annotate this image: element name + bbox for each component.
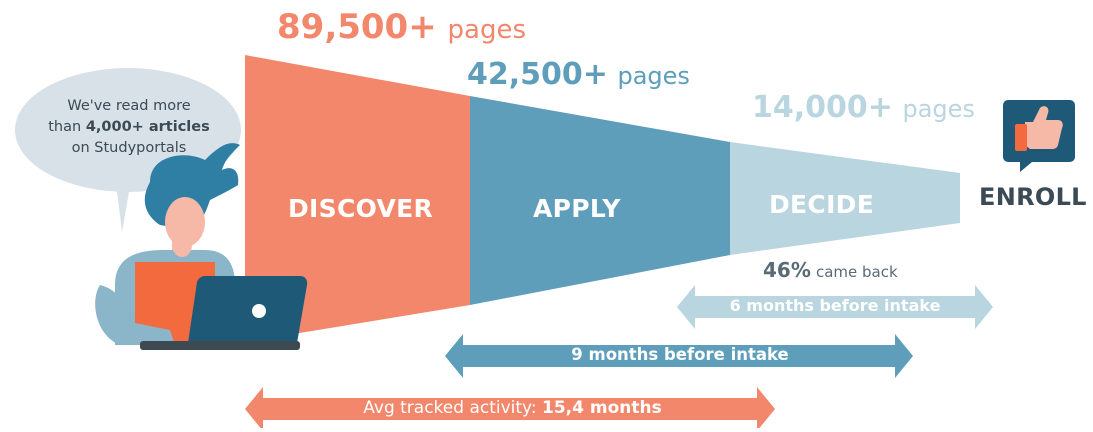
came-back-percent: 46% bbox=[763, 258, 811, 282]
avg-activity-arrow bbox=[245, 387, 775, 431]
stage-label-enroll: ENROLL bbox=[979, 183, 1087, 211]
bubble-text: We've read more than 4,000+ articles on … bbox=[20, 96, 238, 159]
six-months-arrow bbox=[677, 285, 993, 329]
nine-months-label: 9 months before intake bbox=[571, 345, 789, 364]
discover-segment bbox=[245, 55, 470, 342]
stage-label-decide: DECIDE bbox=[769, 190, 875, 219]
nine-months-arrow bbox=[445, 334, 913, 378]
header-discover-pages: 89,500+ pages bbox=[277, 10, 526, 44]
thumbs-up-icon bbox=[1003, 100, 1075, 172]
apply-segment bbox=[470, 96, 730, 305]
came-back-text: came back bbox=[815, 263, 898, 281]
came-back-note: 46% came back bbox=[763, 258, 898, 282]
stage-label-discover: DISCOVER bbox=[288, 194, 434, 223]
bubble-line-2-bold: 4,000+ articles bbox=[85, 119, 210, 135]
six-months-label: 6 months before intake bbox=[729, 296, 941, 315]
header-apply-pages: 42,500+ pages bbox=[467, 60, 690, 90]
decide-segment bbox=[730, 142, 960, 255]
avg-activity-prefix: Avg tracked activity: bbox=[363, 398, 543, 418]
bubble-line-1: We've read more bbox=[67, 98, 191, 114]
bubble-line-2-prefix: than bbox=[48, 119, 86, 135]
avg-activity-value: 15,4 months bbox=[542, 398, 662, 418]
header-unit: pages bbox=[447, 15, 526, 45]
header-number: 14,000+ bbox=[752, 90, 893, 125]
stage-label-apply: APPLY bbox=[533, 194, 621, 223]
header-number: 42,500+ bbox=[467, 57, 608, 92]
bubble-line-2: than 4,000+ articles bbox=[20, 117, 238, 138]
avg-activity-label: Avg tracked activity: 15,4 months bbox=[260, 398, 765, 418]
header-number: 89,500+ bbox=[277, 7, 437, 47]
header-unit: pages bbox=[617, 62, 690, 90]
header-unit: pages bbox=[902, 95, 975, 123]
bubble-line-3: on Studyportals bbox=[71, 140, 187, 156]
person-with-laptop-illustration bbox=[95, 143, 308, 350]
header-decide-pages: 14,000+ pages bbox=[752, 93, 975, 123]
